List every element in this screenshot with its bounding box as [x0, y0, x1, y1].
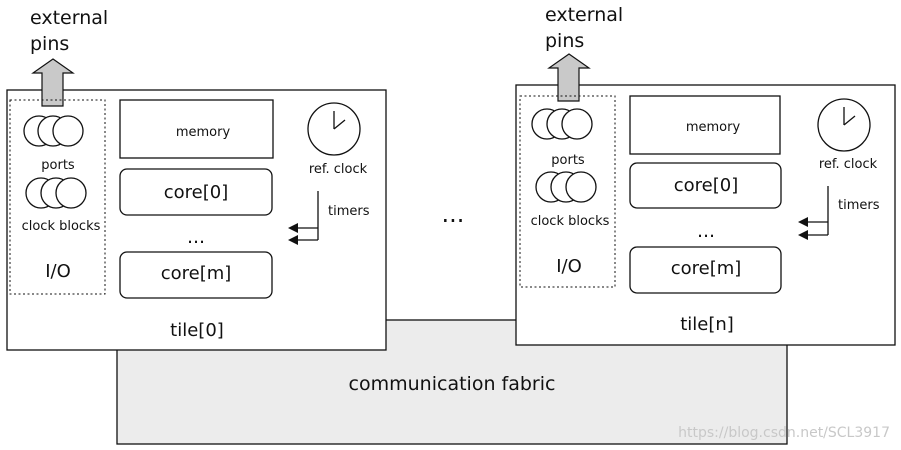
tile-n: external pins ports clock blocks I/O mem… [515, 4, 896, 346]
timers-label: timers [838, 198, 880, 213]
memory-label: memory [176, 125, 231, 140]
io-region [519, 95, 616, 288]
clock-blocks-label: clock blocks [22, 219, 101, 234]
core-last-block [629, 246, 782, 294]
external-pins-arrow-icon [547, 53, 591, 102]
ref-clock-icon [817, 98, 871, 152]
fabric-label: communication fabric [349, 373, 556, 395]
io-label: I/O [45, 261, 71, 282]
core-last-label: core[m] [671, 258, 742, 279]
ref-clock-label: ref. clock [819, 157, 878, 172]
external-pins-label-line1: external [545, 4, 623, 26]
ports-label: ports [551, 153, 585, 168]
core-ellipsis: ... [697, 220, 715, 242]
core-first-label: core[0] [674, 175, 739, 196]
core-last-label: core[m] [161, 263, 232, 284]
clock-blocks-icon [25, 177, 87, 209]
external-pins-label-line1: external [30, 7, 108, 29]
tile-label: tile[n] [680, 314, 734, 335]
clock-blocks-label: clock blocks [531, 214, 610, 229]
core-first-block [119, 168, 273, 216]
ref-clock-label: ref. clock [309, 162, 368, 177]
external-pins-label-line2: pins [30, 33, 69, 55]
memory-block [629, 95, 781, 155]
ports-label: ports [41, 158, 75, 173]
timers-arrows-icon [798, 186, 829, 240]
external-pins-label-line2: pins [545, 30, 584, 52]
core-first-label: core[0] [164, 182, 229, 203]
external-pins-arrow-icon [31, 58, 75, 107]
ports-icon [23, 115, 84, 147]
core-last-block [119, 251, 273, 299]
ref-clock-icon [307, 102, 361, 156]
memory-block [119, 99, 274, 159]
watermark-text: https://blog.csdn.net/SCL3917 [678, 425, 890, 441]
clock-blocks-icon [535, 171, 597, 203]
ports-icon [531, 108, 593, 140]
timers-label: timers [328, 204, 370, 219]
tile-label: tile[0] [170, 320, 224, 341]
memory-label: memory [686, 120, 741, 135]
io-label: I/O [556, 256, 582, 277]
timers-arrows-icon [288, 191, 319, 245]
core-first-block [629, 162, 782, 209]
core-ellipsis: ... [187, 226, 205, 248]
tile-0: external pins ports clock blocks I/O mem… [6, 7, 387, 351]
tiles-separator: ... [442, 200, 465, 228]
